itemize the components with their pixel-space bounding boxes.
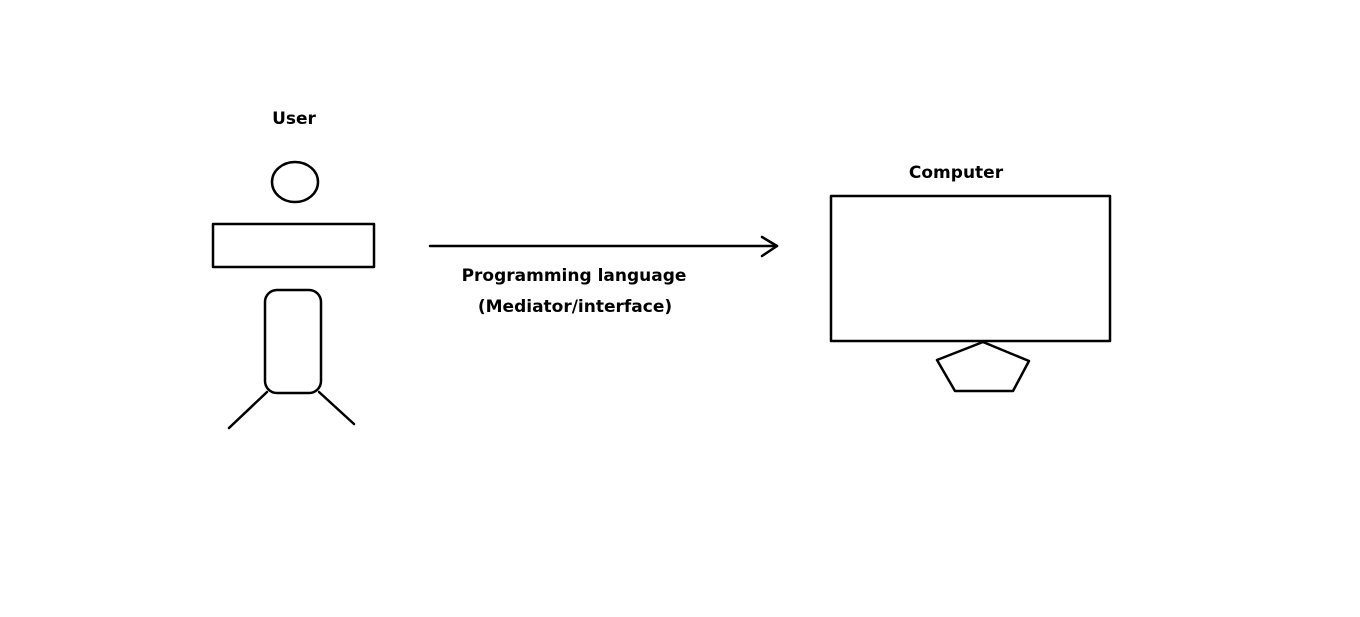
computer-label: Computer (908, 163, 1004, 183)
computer-figure (829, 194, 1112, 393)
user-left-leg (227, 390, 269, 430)
connection-arrow (428, 235, 779, 258)
user-figure (211, 160, 376, 430)
user-body (263, 288, 323, 395)
user-head (270, 160, 320, 204)
arrow-head (760, 235, 779, 258)
connection-label-line-2: (Mediator/interface) (477, 297, 673, 317)
user-label: User (272, 109, 316, 129)
computer-stand (935, 340, 1031, 393)
user-arms (211, 222, 376, 269)
user-right-leg (317, 390, 356, 426)
connection-label-line-1: Programming language (461, 266, 687, 286)
computer-monitor (829, 194, 1112, 343)
